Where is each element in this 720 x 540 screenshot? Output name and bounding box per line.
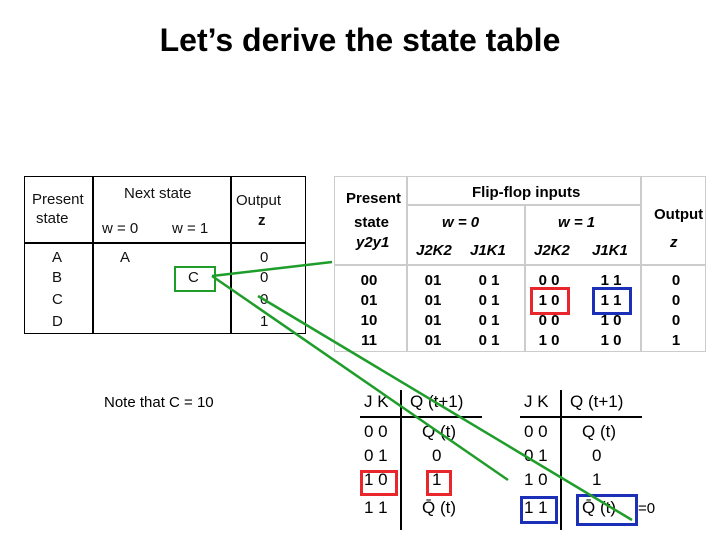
jk-left-jk-header: J K	[364, 392, 389, 411]
rt-row2-c3: 0 0	[538, 312, 560, 329]
rt-row1-c1: 01	[424, 292, 442, 309]
present-state-header-2: state	[36, 210, 69, 227]
jk-left-r1-q: 0	[432, 446, 442, 465]
rt-row3-state: 11	[361, 332, 377, 349]
rt-row3-c4: 1 0	[600, 332, 622, 349]
note-text: Note that C = 10	[104, 394, 214, 411]
jk-left-hline	[360, 416, 482, 418]
output-column	[230, 176, 306, 334]
jk-left-q-header: Q (t+1)	[410, 392, 464, 411]
ff-inputs-header: Flip-flop inputs	[472, 184, 581, 201]
rt-row0-c4: 1 1	[600, 272, 622, 289]
rt-w0-header: w = 0	[442, 214, 480, 231]
rt-row2-z: 0	[671, 312, 681, 329]
jk-right-r0-q: Q (t)	[582, 422, 616, 441]
jk-left-r3-jk: 1 1	[364, 498, 388, 517]
next-state-column	[92, 176, 232, 334]
row-b-output: 0	[260, 269, 269, 286]
output-header: Output	[236, 192, 282, 209]
jk-right-blue-jk-box	[520, 496, 558, 524]
rt-row0-c2: 0 1	[478, 272, 500, 289]
jk-right-r2-jk: 1 0	[524, 470, 548, 489]
w1-header: w = 1	[172, 220, 209, 237]
col-j1k1-b: J1K1	[592, 242, 628, 259]
jk-right-r1-q: 0	[592, 446, 602, 465]
w0-header: w = 0	[102, 220, 139, 237]
hline-2	[334, 264, 706, 266]
rt-row0-c3: 0 0	[538, 272, 560, 289]
row-a-output: 0	[260, 249, 269, 266]
rt-row3-z: 1	[671, 332, 681, 349]
green-line-to-jk	[211, 274, 509, 482]
jk-left-red-jk-box	[360, 470, 398, 496]
row-a-next-w0: A	[120, 249, 131, 266]
y2y1-header: y2y1	[356, 234, 390, 251]
jk-right-q-header: Q (t+1)	[570, 392, 624, 411]
rt-row1-c2: 0 1	[478, 292, 500, 309]
row-d-output: 1	[260, 313, 269, 330]
rt-row1-c4: 1 1	[600, 292, 622, 309]
rt-row0-c1: 01	[424, 272, 442, 289]
jk-right-blue-q-box	[576, 494, 638, 526]
jk-left-r0-jk: 0 0	[364, 422, 388, 441]
row-c-state: C	[52, 291, 63, 308]
jk-left-r2-q: 1	[432, 470, 442, 489]
jk-left-vline	[400, 390, 402, 530]
rt-w1-header: w = 1	[558, 214, 596, 231]
rt-row3-c1: 01	[424, 332, 442, 349]
jk-right-r3-jk: 1 1	[524, 498, 548, 517]
rt-row1-c3: 1 0	[538, 292, 560, 309]
jk-right-r3-q: Q̄ (t)	[582, 498, 616, 517]
col-j1k1-a: J1K1	[470, 242, 506, 259]
jk-left-r3-q: Q̄ (t)	[422, 498, 456, 517]
jk-right-r0-jk: 0 0	[524, 422, 548, 441]
present-state-column	[24, 176, 94, 334]
jk-left-r2-jk: 1 0	[364, 470, 388, 489]
rt-row2-state: 10	[360, 312, 378, 329]
jk-right-jk-header: J K	[524, 392, 549, 411]
next-state-header: Next state	[124, 185, 192, 202]
rt-z-header: z	[670, 234, 678, 251]
present-header: Present	[346, 190, 402, 207]
rt-row0-state: 00	[360, 272, 378, 289]
jk-left-r1-jk: 0 1	[364, 446, 388, 465]
row-b-state: B	[52, 269, 63, 286]
rt-row0-z: 0	[671, 272, 681, 289]
col-j2k2-b: J2K2	[534, 242, 570, 259]
row-b-next-w1: C	[188, 269, 199, 286]
jk-table-right: J K Q (t+1) 0 0 Q (t) 0 1 0 1 0 1 1 1 Q̄…	[520, 390, 642, 530]
jk-right-vline	[560, 390, 562, 530]
rt-row2-c4: 1 0	[600, 312, 622, 329]
vline-3	[524, 204, 526, 352]
col-j2k2-a: J2K2	[416, 242, 452, 259]
equals-zero-label: =0	[638, 500, 656, 517]
red-highlight-box	[530, 287, 570, 315]
rt-output-header: Output	[654, 206, 704, 223]
flipflop-table: Present state y2y1 Flip-flop inputs w = …	[334, 176, 706, 352]
output-z-header: z	[258, 212, 266, 229]
header-divider	[24, 242, 306, 244]
jk-right-hline	[520, 416, 642, 418]
row-a-state: A	[52, 249, 63, 266]
rt-row3-c2: 0 1	[478, 332, 500, 349]
jk-table-left: J K Q (t+1) 0 0 Q (t) 0 1 0 1 0 1 1 1 Q̄…	[360, 390, 482, 530]
blue-highlight-box	[592, 287, 632, 315]
present-state-header: Present	[32, 191, 84, 208]
jk-left-red-q-box	[426, 470, 452, 496]
green-line-to-table	[211, 260, 333, 278]
rt-row2-c1: 01	[424, 312, 442, 329]
rt-row1-state: 01	[360, 292, 378, 309]
row-d-state: D	[52, 313, 63, 330]
state-header: state	[354, 214, 390, 231]
rt-row2-c2: 0 1	[478, 312, 500, 329]
jk-right-r2-q: 1	[592, 470, 602, 489]
rt-row3-c3: 1 0	[538, 332, 560, 349]
rt-row1-z: 0	[671, 292, 681, 309]
page-title: Let’s derive the state table	[159, 22, 561, 58]
green-line-to-eq	[257, 294, 633, 522]
